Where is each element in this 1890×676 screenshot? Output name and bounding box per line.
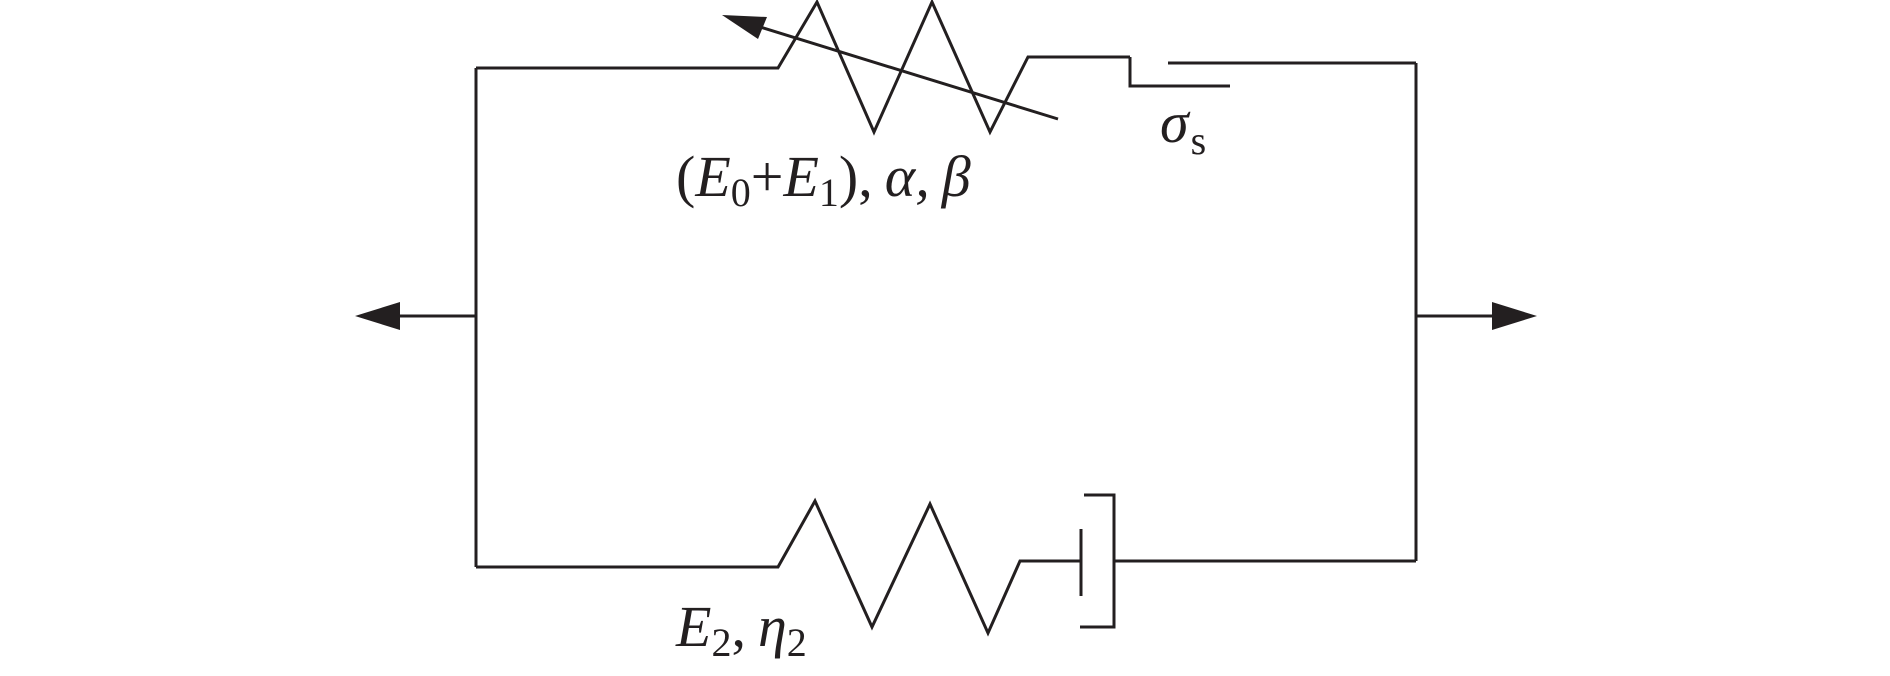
bottom-branch-spring <box>476 497 1080 637</box>
top-branch-variable-spring <box>476 0 1130 136</box>
right-load-arrow <box>1416 302 1537 330</box>
dashpot-element <box>1079 493 1416 629</box>
friction-slider-element <box>1128 57 1416 88</box>
slider-stress-label: σs <box>1160 90 1206 163</box>
left-load-arrow <box>355 302 476 330</box>
variable-arrowhead <box>722 15 767 39</box>
top-parameter-label: (E0+E1),α,β <box>676 144 971 215</box>
bottom-parameter-label: E2,η2 <box>675 594 807 665</box>
